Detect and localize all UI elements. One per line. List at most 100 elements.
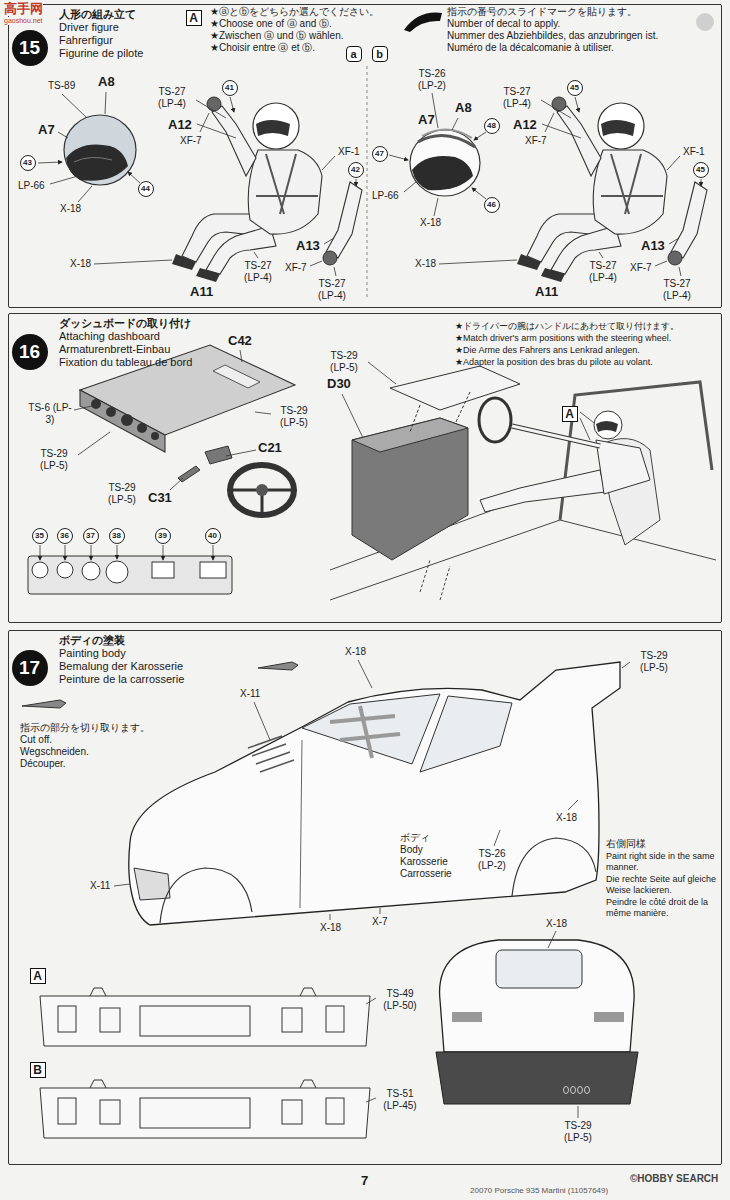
car-rear-view — [585, 1087, 590, 1094]
leader-lines — [50, 176, 78, 184]
dashboard-part — [80, 390, 165, 452]
decal-callout: 35 — [32, 528, 48, 544]
node-text: 39 — [158, 531, 167, 540]
leader-lines — [65, 545, 66, 560]
dashboard-top-view — [200, 562, 226, 578]
node-text: 44 — [141, 184, 150, 193]
decal-callout: 41 — [222, 80, 238, 96]
car-body — [302, 694, 440, 764]
helmet-b — [422, 129, 472, 138]
part-number: A13 — [641, 238, 665, 254]
decal-callout: 43 — [20, 155, 36, 171]
leader-lines — [404, 182, 416, 192]
seated-driver — [480, 470, 605, 512]
paint-code: X-18 — [546, 918, 567, 930]
leader-lines — [342, 394, 364, 440]
front-spoiler-b — [140, 1098, 250, 1128]
car-body — [300, 740, 302, 908]
helmet-a — [64, 115, 136, 185]
paint-code: TS-29 (LP-5) — [272, 405, 316, 429]
step-number: 16 — [12, 334, 48, 370]
car-body — [129, 662, 620, 925]
dash-assembly — [352, 366, 520, 560]
node-text: A — [565, 407, 574, 421]
paint-code: X-18 — [556, 812, 577, 824]
steering-wheel — [230, 465, 294, 515]
paint-code: ボディ — [400, 832, 430, 844]
paint-code: TS-29 (LP-5) — [632, 650, 676, 674]
step-title: ボディの塗装 — [59, 634, 184, 647]
paint-code: TS-27 (LP-4) — [581, 260, 625, 284]
leader-lines — [358, 660, 372, 688]
note-text: ★Choose one of ⓐ and ⓑ. — [210, 18, 332, 30]
dash-assembly — [352, 418, 468, 560]
node-text: 45 — [696, 165, 705, 174]
seated-driver — [594, 411, 622, 439]
car-rear-view — [436, 940, 638, 1104]
leader-lines — [117, 545, 118, 559]
heading-block: 人形の組み立てDriver figureFahrerfigurFigurine … — [59, 8, 143, 60]
leader-lines — [78, 186, 92, 202]
leader-lines — [226, 450, 256, 456]
paint-code: TS-49 (LP-50) — [378, 988, 422, 1012]
leader-lines — [163, 545, 164, 560]
part-number: A12 — [168, 117, 192, 133]
decal-callout: 38 — [109, 528, 125, 544]
paint-code: Body — [400, 844, 423, 856]
front-spoiler-a — [40, 988, 370, 1046]
part-number: A11 — [190, 284, 213, 300]
leader-lines — [494, 830, 500, 846]
dashboard-top-view — [28, 556, 232, 594]
note-text: Wegschneiden. — [20, 746, 89, 758]
knife-icon — [22, 700, 66, 708]
leader-lines — [580, 418, 590, 440]
seated-driver — [512, 426, 600, 446]
front-spoiler-b — [326, 1098, 344, 1124]
node-text: b — [376, 48, 383, 60]
decal-callout: 36 — [57, 528, 73, 544]
dashboard-part — [213, 365, 260, 388]
paint-code: TS-27 (LP-4) — [150, 86, 194, 110]
dash-assembly — [390, 366, 520, 410]
decal-callout: 47 — [372, 146, 388, 162]
paint-code: TS-51 (LP-45) — [378, 1088, 422, 1112]
helmet-a — [64, 115, 136, 185]
step-title: Driver figure — [59, 21, 143, 34]
leader-lines — [472, 188, 486, 199]
note-text: 指示の部分を切り取ります。 — [20, 722, 150, 734]
paint-code: Carrosserie — [400, 868, 452, 880]
helmet-b — [412, 156, 473, 190]
paint-code: X-11 — [240, 688, 260, 700]
car-body — [420, 696, 512, 772]
leader-lines — [94, 97, 356, 276]
leader-lines — [368, 362, 396, 384]
paint-code: TS-29 (LP-5) — [322, 350, 366, 374]
dashboard-part — [151, 432, 159, 440]
paint-code: XF-7 — [285, 262, 307, 274]
leader-lines — [439, 97, 701, 276]
paint-code: X-11 — [90, 880, 110, 892]
node-text: 37 — [86, 531, 95, 540]
note-text: ★ⓐとⓑをどちらか選んでください。 — [210, 6, 379, 18]
leader-lines — [40, 350, 598, 560]
driver-figure — [172, 97, 362, 282]
step-title: Bemalung der Karosserie — [59, 660, 184, 673]
variant-box: B — [30, 1062, 46, 1078]
part-number: A7 — [38, 122, 55, 138]
decal-callout: 48 — [484, 118, 500, 134]
leader-lines — [452, 118, 458, 130]
variant-box: A — [30, 968, 46, 984]
helmet-b — [410, 130, 480, 196]
paint-code: TS-27 (LP-4) — [655, 278, 699, 302]
part-number: C31 — [148, 490, 172, 506]
knife-icon — [258, 662, 298, 670]
seated-driver — [480, 411, 650, 512]
node-text: a — [350, 48, 356, 60]
part-number: C21 — [258, 440, 282, 456]
paint-code: LP-66 — [18, 180, 45, 192]
car-rear-view — [564, 1087, 569, 1094]
paint-code: TS-26 (LP-2) — [410, 68, 454, 92]
heading-block: ボディの塗装Painting bodyBemalung der Karosser… — [59, 634, 184, 686]
step-title: Attaching dashboard — [59, 330, 192, 343]
